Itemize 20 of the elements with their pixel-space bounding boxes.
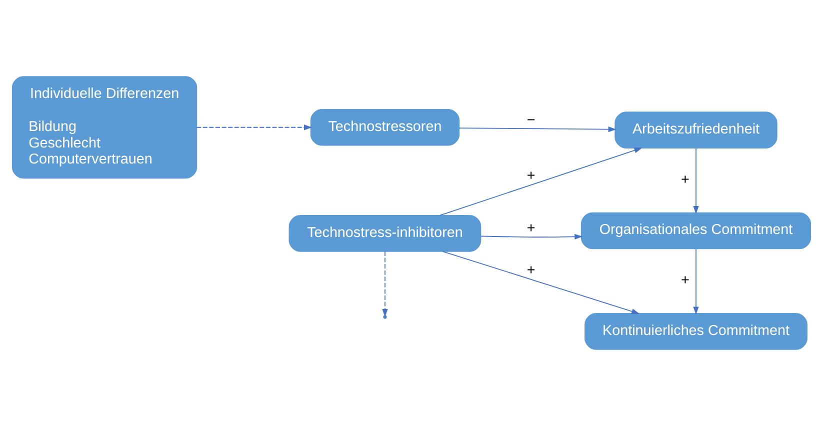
edge-label: + — [526, 168, 536, 184]
edge-label: + — [681, 272, 690, 289]
arrow — [480, 234, 583, 240]
edge-label: + — [526, 220, 536, 236]
arrow — [693, 248, 699, 315]
edge-label: + — [526, 262, 536, 279]
arrow — [458, 126, 616, 132]
arrow — [382, 251, 388, 318]
node-box: Technostressoren — [310, 108, 460, 146]
node-box: Organisationales Commitment — [580, 212, 812, 250]
arrow — [693, 148, 699, 214]
arrow — [196, 124, 312, 130]
node-box: Arbeitszufriedenheit — [614, 112, 778, 148]
edge-label: + — [681, 172, 690, 188]
node-box: Kontinuierliches Commitment — [584, 313, 808, 350]
arrow — [442, 251, 640, 314]
arrow — [439, 148, 642, 216]
edge-label: − — [526, 112, 536, 129]
node-box: Technostress-inhibitoren — [288, 215, 482, 252]
node-box: Individuelle Differenzen Bildung Geschlecht Computervertrauen — [12, 76, 198, 179]
